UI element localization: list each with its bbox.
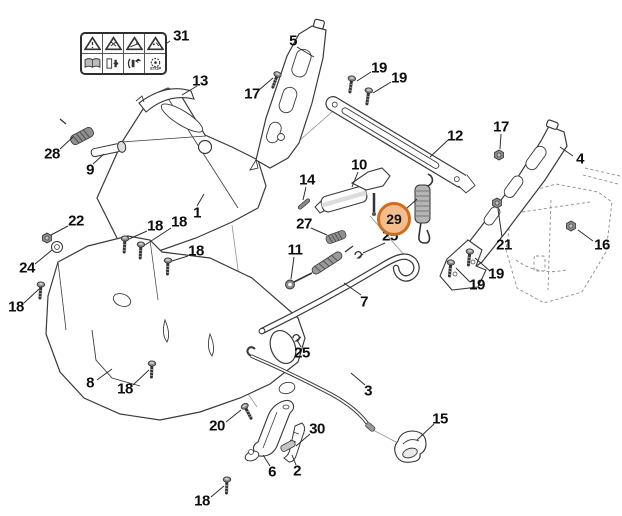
callout-16[interactable]: 16 bbox=[594, 236, 610, 254]
callout-8[interactable]: 8 bbox=[86, 374, 94, 392]
callout-30[interactable]: 30 bbox=[309, 420, 325, 438]
nut-21 bbox=[492, 197, 502, 209]
slope-warning-triangle-icon bbox=[125, 36, 143, 51]
highlighted-callout-29[interactable]: 29 bbox=[377, 202, 411, 236]
callout-25-lower[interactable]: 25 bbox=[294, 344, 310, 362]
part-7-handle-bar bbox=[258, 253, 420, 335]
sticker-warning-row bbox=[82, 34, 165, 54]
callout-18-5[interactable]: 18 bbox=[117, 380, 133, 398]
callout-21[interactable]: 21 bbox=[496, 236, 512, 254]
callout-19-4[interactable]: 19 bbox=[469, 276, 485, 294]
callout-17-left[interactable]: 17 bbox=[244, 85, 260, 103]
callout-11[interactable]: 11 bbox=[287, 241, 303, 259]
part-13-trim-strip bbox=[135, 88, 195, 113]
fasteners bbox=[34, 69, 576, 495]
read-manual-icon bbox=[84, 58, 100, 68]
part-3-control-rod bbox=[246, 346, 376, 432]
adjuster-pictogram-icon bbox=[106, 58, 118, 69]
part-11-cable bbox=[285, 245, 354, 290]
part-6-guide-bracket bbox=[244, 399, 295, 462]
blade-stop-dial-icon: STOP bbox=[149, 57, 161, 71]
general-warning-triangle-icon bbox=[83, 36, 101, 51]
callout-19-1[interactable]: 19 bbox=[371, 59, 387, 77]
lever-arrow-pictogram-icon bbox=[127, 58, 141, 69]
ghost-housing-outline bbox=[505, 167, 621, 304]
blade-warning-triangle-icon bbox=[104, 36, 122, 51]
callout-2[interactable]: 2 bbox=[293, 462, 301, 480]
callout-20[interactable]: 20 bbox=[209, 417, 225, 435]
callout-15[interactable]: 15 bbox=[432, 410, 448, 428]
part-25-clip-lower bbox=[292, 333, 302, 342]
nut-22 bbox=[42, 232, 52, 244]
part-12-cross-bar bbox=[325, 96, 476, 194]
callout-14[interactable]: 14 bbox=[299, 171, 315, 189]
callout-5[interactable]: 5 bbox=[289, 32, 297, 50]
screw-19-a bbox=[344, 73, 358, 94]
callout-19-2[interactable]: 19 bbox=[391, 69, 407, 87]
callout-31[interactable]: 31 bbox=[173, 27, 189, 45]
callout-18-1[interactable]: 18 bbox=[147, 217, 163, 235]
screw-20 bbox=[238, 400, 256, 422]
callout-13[interactable]: 13 bbox=[192, 72, 208, 90]
callout-1[interactable]: 1 bbox=[193, 204, 201, 222]
callout-6[interactable]: 6 bbox=[268, 463, 276, 481]
part-30-pin bbox=[280, 440, 296, 452]
sticker-stop-text: STOP bbox=[149, 66, 161, 71]
screw-17-right bbox=[494, 149, 504, 161]
callout-18-6[interactable]: 18 bbox=[194, 492, 210, 510]
callout-3[interactable]: 3 bbox=[364, 382, 372, 400]
callout-19-3[interactable]: 19 bbox=[488, 265, 504, 283]
part-9-pin bbox=[90, 140, 127, 158]
safety-sticker: STOP bbox=[80, 32, 167, 75]
callout-18-4[interactable]: 18 bbox=[8, 298, 24, 316]
part-14-pin bbox=[297, 198, 311, 210]
part-29-tension-spring bbox=[414, 173, 434, 244]
thrown-objects-warning-triangle-icon bbox=[146, 36, 164, 51]
callout-28[interactable]: 28 bbox=[44, 145, 60, 163]
part-4-right-handle-panel bbox=[439, 119, 568, 291]
part-25-clip-upper bbox=[354, 250, 364, 259]
callout-18-2[interactable]: 18 bbox=[171, 213, 187, 231]
part-5-left-handle-panel bbox=[249, 18, 327, 171]
callout-12[interactable]: 12 bbox=[447, 127, 463, 145]
callout-18-3[interactable]: 18 bbox=[188, 242, 204, 260]
callout-22[interactable]: 22 bbox=[68, 212, 84, 230]
part-28-spring bbox=[59, 118, 96, 147]
sticker-instruction-row: STOP bbox=[82, 54, 165, 73]
nut-16 bbox=[566, 220, 576, 232]
callout-4[interactable]: 4 bbox=[576, 150, 584, 168]
callout-9[interactable]: 9 bbox=[86, 161, 94, 179]
callout-7[interactable]: 7 bbox=[360, 293, 368, 311]
screw-18-f bbox=[221, 475, 233, 495]
callout-17-right[interactable]: 17 bbox=[493, 118, 509, 136]
screw-19-b bbox=[361, 85, 375, 106]
part-8-lower-housing-shell bbox=[45, 235, 306, 421]
callout-24[interactable]: 24 bbox=[19, 259, 35, 277]
callout-27[interactable]: 27 bbox=[296, 215, 312, 233]
part-27-spring bbox=[324, 229, 348, 245]
washer-24 bbox=[51, 241, 63, 253]
callout-10[interactable]: 10 bbox=[351, 156, 367, 174]
part-1-upper-housing-panel bbox=[96, 87, 267, 253]
part-10-pivot-bracket bbox=[314, 167, 391, 216]
